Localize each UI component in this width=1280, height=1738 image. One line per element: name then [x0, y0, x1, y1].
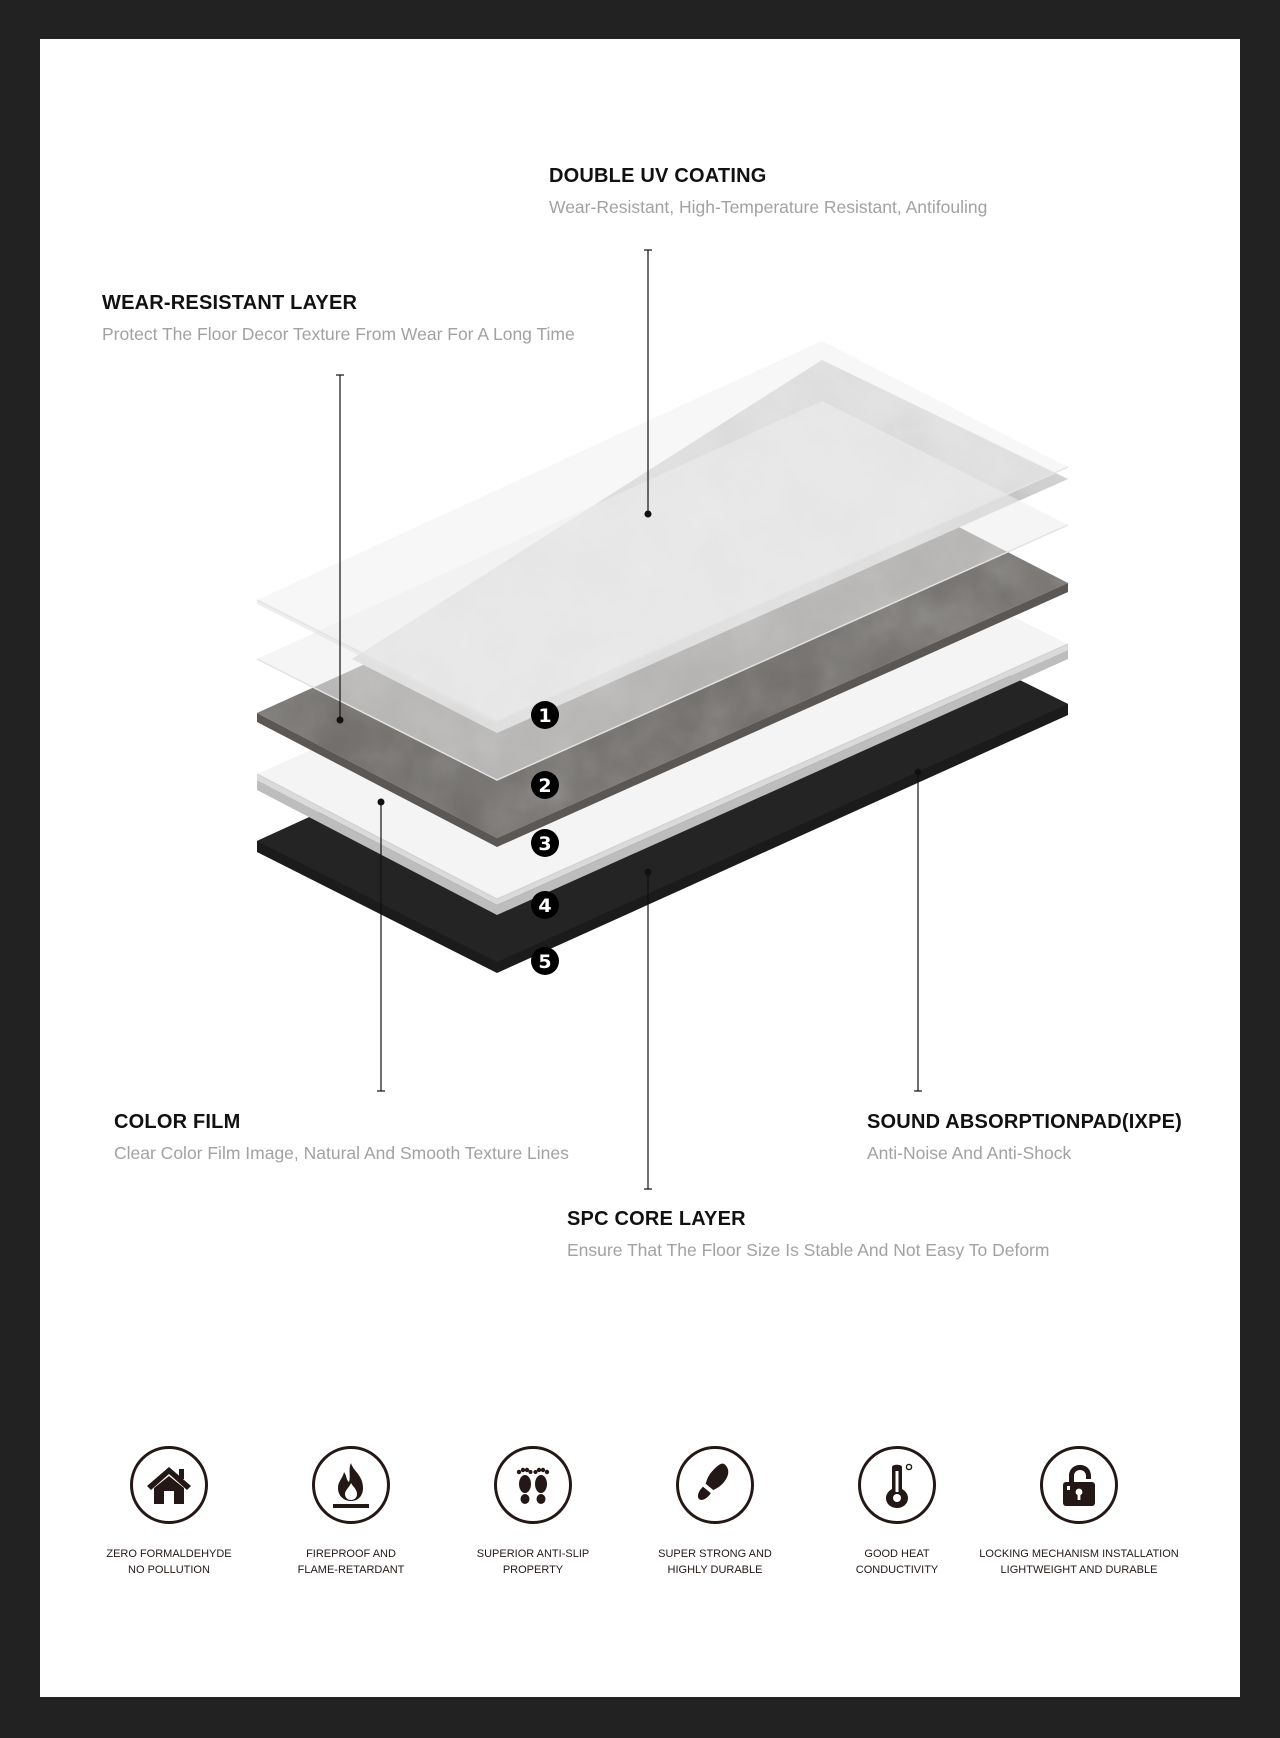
leader-double-uv	[644, 249, 652, 518]
callout-wear-layer-desc: Protect The Floor Decor Texture From Wea…	[102, 324, 575, 344]
callout-sound-pad-title: SOUND ABSORPTIONPAD(IXPE)	[867, 1111, 1183, 1133]
callout-double-uv: DOUBLE UV COATING Wear-Resistant, High-T…	[549, 165, 987, 218]
feature-fireproof-line1: FIREPROOF AND	[306, 1548, 396, 1560]
marker-4: 4	[531, 891, 559, 919]
marker-3-label: 3	[538, 833, 551, 855]
feature-zero-formaldehyde: ZERO FORMALDEHYDE NO POLLUTION	[59, 1446, 279, 1578]
feature-durable-line1: SUPER STRONG AND	[658, 1548, 772, 1560]
feature-durable: SUPER STRONG AND HIGHLY DURABLE	[605, 1446, 825, 1578]
feature-anti-slip-line2: PROPERTY	[502, 1564, 564, 1576]
marker-1-label: 1	[538, 705, 551, 727]
callout-spc-core-desc: Ensure That The Floor Size Is Stable And…	[567, 1240, 1050, 1260]
feature-locking-line1: LOCKING MECHANISM INSTALLATION	[979, 1548, 1179, 1560]
feature-durable-line2: HIGHLY DURABLE	[667, 1564, 763, 1576]
feature-zero-formaldehyde-line1: ZERO FORMALDEHYDE	[106, 1548, 232, 1560]
callout-double-uv-desc: Wear-Resistant, High-Temperature Resista…	[549, 197, 988, 217]
feature-heat-line2: CONDUCTIVITY	[855, 1564, 939, 1576]
feature-heat-label: GOOD HEAT CONDUCTIVITY	[856, 1546, 939, 1578]
callout-sound-pad-desc: Anti-Noise And Anti-Shock	[867, 1143, 1072, 1163]
callout-double-uv-title: DOUBLE UV COATING	[549, 165, 767, 187]
feature-anti-slip-line1: SUPERIOR ANTI-SLIP	[476, 1548, 590, 1560]
thermometer-icon	[858, 1446, 936, 1524]
feature-fireproof-line2: FLAME-RETARDANT	[297, 1564, 405, 1576]
marker-5: 5	[531, 947, 559, 975]
leader-color-film	[377, 798, 385, 1092]
feature-fireproof: FIREPROOF AND FLAME-RETARDANT	[241, 1446, 461, 1578]
leader-sound-pad	[914, 768, 922, 1092]
flame-icon	[312, 1446, 390, 1524]
callout-color-film-desc: Clear Color Film Image, Natural And Smoo…	[114, 1143, 569, 1163]
feature-heat-line1: GOOD HEAT	[864, 1548, 930, 1560]
leader-spc-core	[644, 868, 652, 1190]
feature-zero-formaldehyde-line2: NO POLLUTION	[128, 1564, 210, 1576]
callout-wear-layer: WEAR-RESISTANT LAYER Protect The Floor D…	[102, 292, 575, 345]
layer-diagram: 1 2 3 4 5	[256, 249, 1069, 1190]
feature-durable-label: SUPER STRONG AND HIGHLY DURABLE	[658, 1546, 772, 1578]
leader-wear-layer	[336, 374, 344, 724]
marker-4-label: 4	[538, 895, 551, 917]
callout-spc-core: SPC CORE LAYER Ensure That The Floor Siz…	[567, 1208, 1049, 1261]
feature-zero-formaldehyde-label: ZERO FORMALDEHYDE NO POLLUTION	[106, 1546, 231, 1578]
marker-1: 1	[531, 701, 559, 729]
marker-2: 2	[531, 771, 559, 799]
marker-5-label: 5	[538, 951, 551, 973]
feature-locking: LOCKING MECHANISM INSTALLATION LIGHTWEIG…	[969, 1446, 1189, 1578]
callout-wear-layer-title: WEAR-RESISTANT LAYER	[102, 292, 358, 314]
callout-color-film-title: COLOR FILM	[114, 1111, 241, 1133]
feature-fireproof-label: FIREPROOF AND FLAME-RETARDANT	[298, 1546, 405, 1578]
feature-heat: GOOD HEAT CONDUCTIVITY	[787, 1446, 1007, 1578]
page-canvas: 1 2 3 4 5 DOUBLE UV COATING Wear-Resista…	[40, 39, 1240, 1697]
marker-2-label: 2	[538, 775, 551, 797]
padlock-icon	[1040, 1446, 1118, 1524]
house-icon	[130, 1446, 208, 1524]
footprints-icon	[494, 1446, 572, 1524]
feature-row: ZERO FORMALDEHYDE NO POLLUTION FIREPROOF…	[40, 1446, 1240, 1586]
feature-anti-slip-label: SUPERIOR ANTI-SLIP PROPERTY	[477, 1546, 589, 1578]
callout-color-film: COLOR FILM Clear Color Film Image, Natur…	[114, 1111, 569, 1164]
shoe-print-icon	[676, 1446, 754, 1524]
marker-3: 3	[531, 829, 559, 857]
feature-locking-label: LOCKING MECHANISM INSTALLATION LIGHTWEIG…	[979, 1546, 1178, 1578]
layer-1-double-uv	[256, 341, 1069, 725]
feature-anti-slip: SUPERIOR ANTI-SLIP PROPERTY	[423, 1446, 643, 1578]
callout-spc-core-title: SPC CORE LAYER	[567, 1208, 746, 1230]
callout-sound-pad: SOUND ABSORPTIONPAD(IXPE) Anti-Noise And…	[867, 1111, 1182, 1164]
feature-locking-line2: LIGHTWEIGHT AND DURABLE	[1000, 1564, 1158, 1576]
